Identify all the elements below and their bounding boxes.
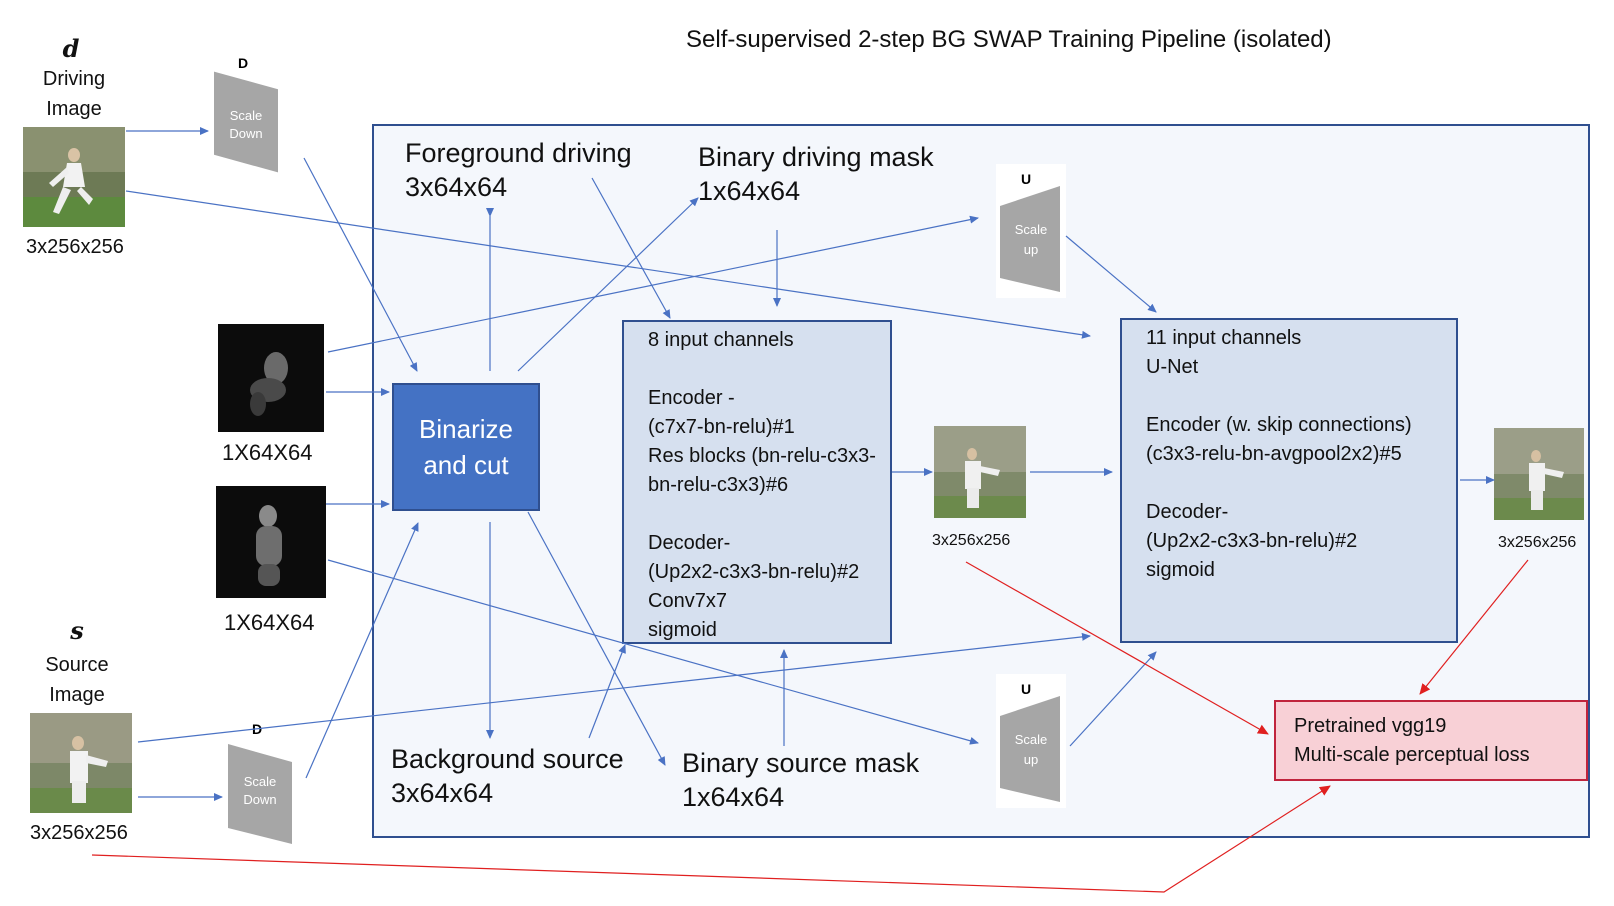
binary-source-mask-line2: 1x64x64 xyxy=(682,782,785,812)
binary-source-mask-line1: Binary source mask xyxy=(682,748,920,778)
source-label-line2: Image xyxy=(49,684,105,706)
binarize-line2: and cut xyxy=(423,450,509,480)
perceptual-loss-box: Pretrained vgg19 Multi-scale perceptual … xyxy=(1274,700,1588,781)
source-label: Source Image xyxy=(36,650,118,710)
bg-source-line2: 3x64x64 xyxy=(391,778,494,808)
binary-source-mask-label: Binary source mask 1x64x64 xyxy=(682,746,919,814)
bg-source-label: Background source 3x64x64 xyxy=(391,742,624,810)
fg-driving-line2: 3x64x64 xyxy=(405,172,508,202)
binarize-and-cut-box: Binarize and cut xyxy=(392,383,540,511)
scale-down-source-line2: Down xyxy=(243,792,276,807)
driving-photo-icon xyxy=(23,127,125,227)
scale-up-bottom-line1: Scale xyxy=(1015,732,1048,747)
scale-up-bottom: U Scale up xyxy=(996,674,1066,808)
scale-up-top: U Scale up xyxy=(996,164,1066,298)
binary-driving-mask-label: Binary driving mask 1x64x64 xyxy=(698,140,934,208)
scale-up-top-line1: Scale xyxy=(1015,222,1048,237)
source-size: 3x256x256 xyxy=(30,822,128,844)
bg-source-line1: Background source xyxy=(391,744,624,774)
scale-down-driving-line1: Scale xyxy=(230,108,263,123)
driving-label-line1: Driving xyxy=(42,68,106,90)
binary-driving-mask-line2: 1x64x64 xyxy=(698,176,801,206)
scale-up-top-letter: U xyxy=(1021,171,1031,187)
driving-size: 3x256x256 xyxy=(26,236,124,258)
mask-driving-size: 1X64X64 xyxy=(222,440,313,465)
fg-driving-line1: Foreground driving xyxy=(405,138,632,168)
network-1-box: 8 input channels Encoder - (c7x7-bn-relu… xyxy=(622,320,892,644)
fg-driving-label: Foreground driving 3x64x64 xyxy=(405,136,632,204)
binary-driving-mask-line1: Binary driving mask xyxy=(698,142,934,172)
driving-label-line2: Image xyxy=(46,98,102,120)
network-2-box: 11 input channels U-Net Encoder (w. skip… xyxy=(1120,318,1458,643)
scale-up-top-line2: up xyxy=(1024,242,1038,257)
scale-down-driving-line2: Down xyxy=(229,126,262,141)
scale-down-source-letter: D xyxy=(252,721,262,737)
source-photo-icon xyxy=(30,713,132,813)
binarize-line1: Binarize xyxy=(419,414,513,444)
scale-up-bottom-letter: U xyxy=(1021,681,1031,697)
mask-icon xyxy=(216,486,326,598)
final-output-size: 3x256x256 xyxy=(1498,534,1577,551)
scale-down-source-line1: Scale xyxy=(244,774,277,789)
loss-line2: Multi-scale perceptual loss xyxy=(1294,744,1530,766)
output-photo-icon xyxy=(934,426,1026,518)
scale-down-driving: D Scale Down xyxy=(214,55,278,173)
source-label-line1: Source xyxy=(45,654,109,676)
scale-up-bottom-line2: up xyxy=(1024,752,1038,767)
mask-source-size: 1X64X64 xyxy=(224,610,315,635)
driving-label: Driving Image xyxy=(34,64,114,124)
scale-down-source: D Scale Down xyxy=(228,721,292,844)
diagram-title: Self-supervised 2-step BG SWAP Training … xyxy=(686,26,1332,53)
driving-symbol: d xyxy=(62,34,80,63)
loss-line1: Pretrained vgg19 xyxy=(1294,715,1447,737)
mid-output-size: 3x256x256 xyxy=(932,532,1011,549)
output-photo-icon xyxy=(1494,428,1584,520)
scale-down-driving-letter: D xyxy=(238,55,248,71)
mask-icon xyxy=(218,324,324,432)
source-symbol: s xyxy=(70,616,84,645)
